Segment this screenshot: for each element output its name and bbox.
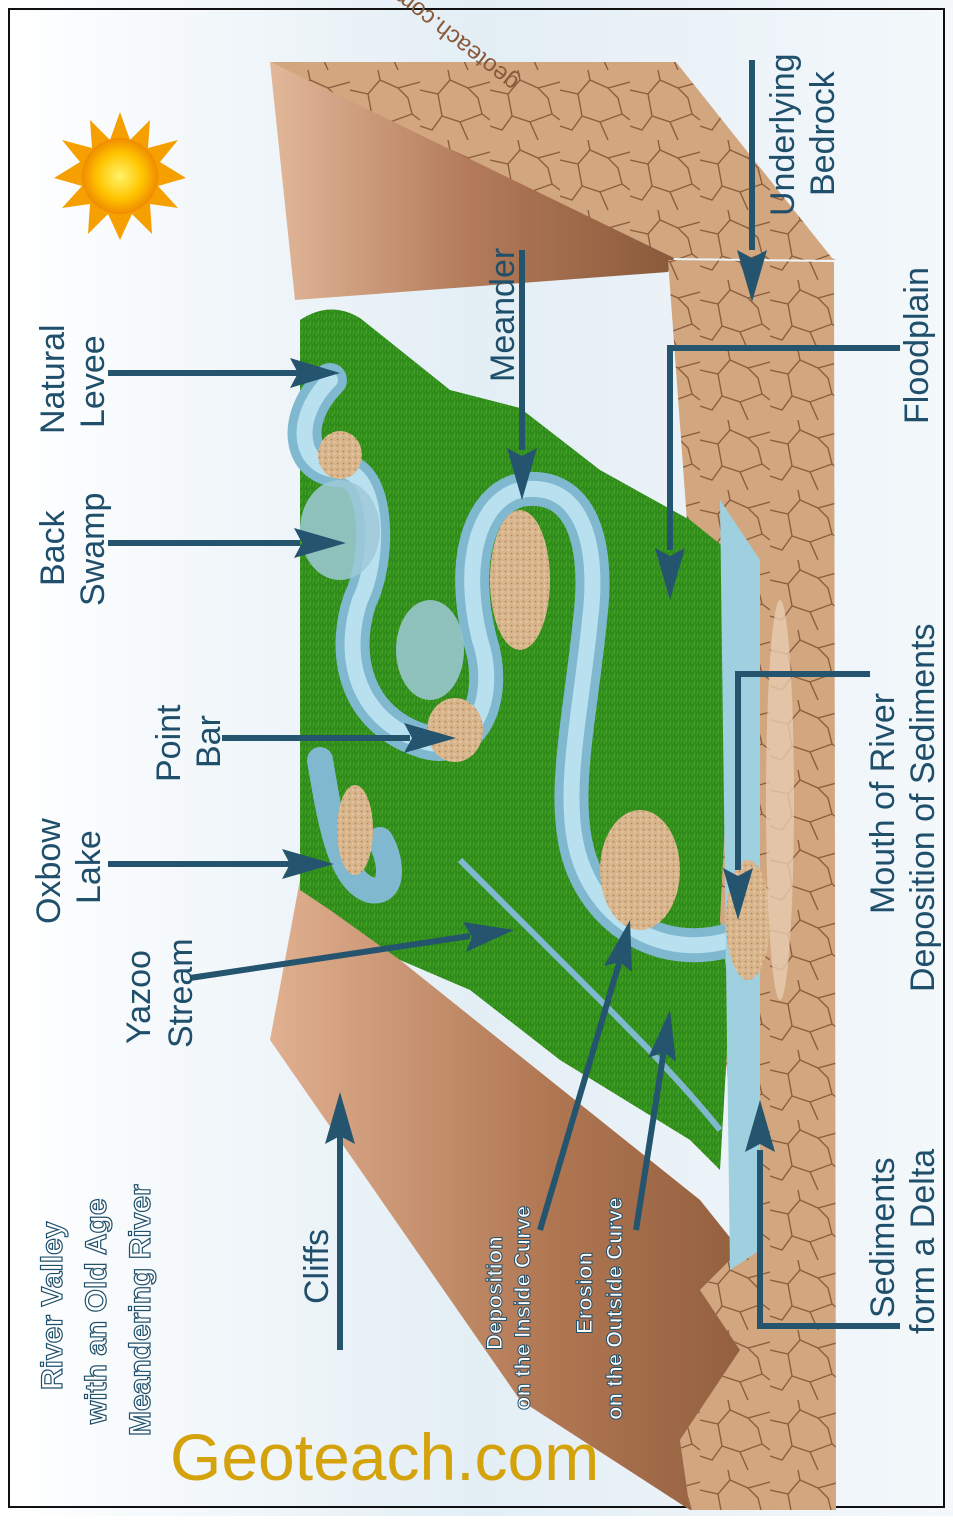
label-point-bar-line1: Point [150, 704, 188, 782]
label-back-swamp-line2: Swamp [74, 493, 112, 606]
label-bedrock-line1: Underlying [764, 53, 802, 216]
label-mouth-line2: Deposition of Sediments [904, 623, 942, 992]
label-deposition-line1: Deposition [482, 1236, 507, 1350]
point-bar-4 [337, 785, 373, 875]
label-back-swamp-line1: Back [34, 509, 72, 586]
title-line1: River Valley [36, 1221, 69, 1390]
label-deposition-line2: on the Inside Curve [510, 1206, 535, 1410]
title-line2: with an Old Age [80, 1198, 113, 1425]
label-point-bar-line2: Bar [190, 715, 228, 768]
point-bar-3 [427, 698, 483, 762]
label-oxbow-lake-line1: Oxbow [30, 818, 68, 924]
label-sediments-line2: form a Delta [904, 1149, 942, 1334]
point-bar-1 [318, 431, 362, 479]
label-natural-levee-line2: Levee [74, 335, 112, 428]
label-yazoo-stream-line1: Yazoo [120, 950, 158, 1044]
label-oxbow-lake-line2: Lake [70, 830, 108, 904]
label-natural-levee-line1: Natural [34, 324, 72, 434]
label-cliffs: Cliffs [298, 1229, 336, 1304]
label-erosion-line2: on the Outside Curve [602, 1198, 627, 1420]
label-bedrock-line2: Bedrock [804, 70, 842, 196]
label-sediments-line1: Sediments [864, 1157, 902, 1318]
label-mouth-line1: Mouth of River [864, 693, 902, 914]
point-bar-2 [490, 510, 550, 650]
title-line3: Meandering River [124, 1184, 157, 1436]
label-meander: Meander [484, 248, 522, 382]
label-floodplain: Floodplain [898, 267, 936, 424]
point-bar-5 [600, 810, 680, 930]
back-swamp-2 [396, 600, 464, 700]
label-yazoo-stream-line2: Stream [162, 938, 200, 1048]
watermark: Geoteach.com [170, 1420, 599, 1494]
label-erosion-line1: Erosion [572, 1252, 597, 1334]
delta-fan [766, 600, 794, 1000]
back-swamp [300, 480, 380, 580]
